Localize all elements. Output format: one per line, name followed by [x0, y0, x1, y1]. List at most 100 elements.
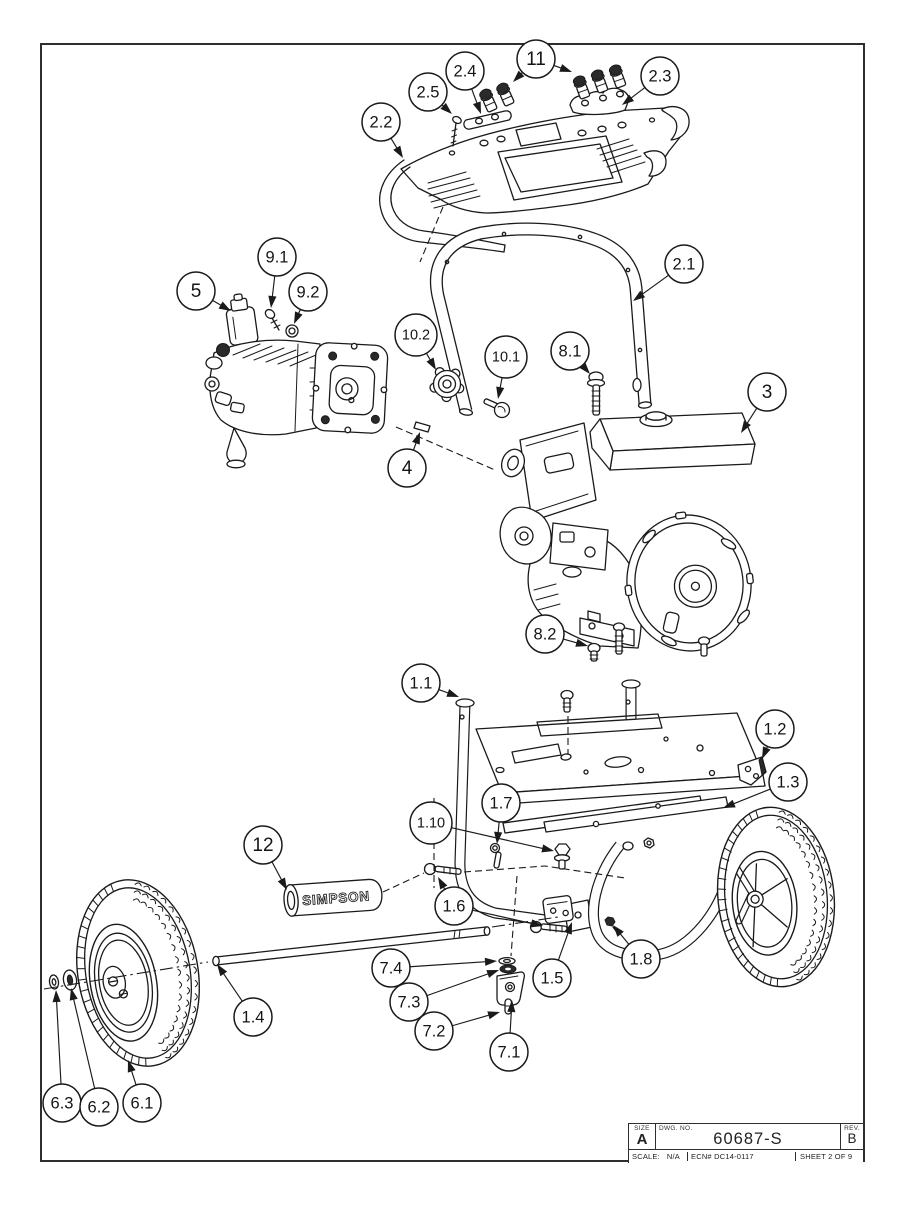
callout-2.1: 2.1	[664, 244, 704, 284]
svg-text:9.2: 9.2	[297, 284, 320, 302]
dwg-no-label: DWG. NO.	[659, 1125, 693, 1132]
callout-7.2: 7.2	[414, 1011, 454, 1051]
pump-bolt-drawing	[264, 308, 281, 331]
callout-4: 4	[387, 448, 427, 488]
svg-text:2.2: 2.2	[370, 114, 393, 132]
svg-text:2.4: 2.4	[454, 63, 477, 81]
callout-1.4: 1.4	[233, 997, 273, 1037]
pump-hatch-lines	[232, 343, 317, 367]
engine-drawing	[499, 371, 756, 662]
callout-3: 3	[747, 372, 787, 412]
callout-6.3: 6.3	[42, 1083, 82, 1123]
pump-flange-drawing	[311, 342, 389, 434]
engine-plate-drawing	[475, 712, 766, 805]
control-panel-drawing	[379, 62, 690, 253]
svg-text:2.5: 2.5	[417, 84, 440, 102]
callout-7.3: 7.3	[389, 982, 429, 1022]
svg-text:3: 3	[762, 382, 773, 403]
svg-text:6.2: 6.2	[88, 1099, 111, 1117]
recoil-starter-drawing	[624, 511, 754, 652]
rev-value: B	[847, 1131, 857, 1146]
plate-bolt-drawing	[553, 689, 574, 870]
rev-label: REV.	[844, 1125, 860, 1132]
panel-hatch-lines	[427, 138, 646, 209]
frame-nut-drawing	[604, 916, 617, 932]
svg-text:1.1: 1.1	[410, 675, 433, 693]
svg-text:8.1: 8.1	[559, 343, 582, 361]
handle-grip-drawing: SIMPSON	[283, 878, 383, 917]
frame-drawing	[423, 679, 767, 1015]
callout-9.1: 9.1	[257, 237, 297, 277]
callout-2.3: 2.3	[640, 56, 680, 96]
callout-8.1: 8.1	[550, 331, 590, 371]
pump-drawing	[204, 293, 431, 469]
svg-text:1.2: 1.2	[764, 721, 787, 739]
axle-drawing	[212, 926, 491, 967]
pump-washer-drawing	[285, 324, 299, 338]
svg-text:1.8: 1.8	[630, 951, 653, 969]
svg-text:1.7: 1.7	[490, 795, 513, 813]
callout-2.4: 2.4	[445, 51, 485, 91]
callout-layer: 2.2 2.5 2.4 11 2.3 2.1 9.1 9.2 5 10.2 10.1 8.1 3 4 8.2…	[42, 39, 808, 1127]
dwg-no-value: 60687-S	[713, 1130, 783, 1148]
svg-text:7.2: 7.2	[423, 1023, 446, 1041]
svg-text:7.3: 7.3	[398, 994, 421, 1012]
svg-text:1.6: 1.6	[443, 898, 466, 916]
callout-9.2: 9.2	[288, 272, 328, 312]
callout-1.1: 1.1	[401, 663, 441, 703]
carburetor-drawing	[499, 506, 609, 578]
handle-bolt-drawing	[586, 371, 606, 416]
grip-clamp-drawing	[542, 895, 574, 924]
svg-text:6.1: 6.1	[131, 1095, 154, 1113]
svg-text:10.2: 10.2	[402, 328, 430, 344]
svg-text:8.2: 8.2	[534, 626, 557, 644]
panel-screw-drawing	[448, 115, 462, 156]
callout-8.2: 8.2	[525, 614, 565, 654]
sheet-number: SHEET 2 OF 9	[795, 1152, 863, 1161]
callout-2.5: 2.5	[408, 72, 448, 112]
sheet-border	[40, 43, 865, 1162]
hitch-pin-drawing	[489, 842, 502, 869]
callout-7.1: 7.1	[489, 1032, 529, 1072]
size-label: SIZE	[634, 1125, 650, 1132]
engine-mount-drawing	[579, 610, 711, 662]
callout-1.7: 1.7	[481, 783, 521, 823]
svg-text:2.3: 2.3	[649, 68, 672, 86]
svg-text:1.5: 1.5	[541, 970, 564, 988]
panel-hook-tab	[661, 105, 690, 141]
svg-text:5: 5	[191, 281, 202, 302]
svg-text:9.1: 9.1	[266, 249, 289, 267]
frame-strips-drawing	[502, 795, 729, 834]
title-block: SIZE A DWG. NO. 60687-S REV. B SCALE: N/…	[628, 1123, 863, 1163]
callout-1.2: 1.2	[755, 709, 795, 749]
svg-text:4: 4	[402, 458, 413, 479]
callout-1.8: 1.8	[621, 939, 661, 979]
fuel-tank-drawing	[589, 411, 756, 471]
svg-text:12: 12	[252, 835, 273, 856]
callout-11: 11	[516, 39, 556, 79]
svg-text:11: 11	[526, 49, 546, 70]
handle-knob-bolt-drawing	[483, 398, 511, 419]
callout-1.3: 1.3	[768, 762, 808, 802]
air-cleaner-drawing	[500, 422, 597, 522]
right-wheel-drawing	[716, 806, 836, 988]
svg-text:1.10: 1.10	[417, 816, 445, 832]
callout-10.1: 10.1	[484, 335, 528, 379]
svg-text:6.3: 6.3	[51, 1095, 74, 1113]
svg-text:7.4: 7.4	[380, 960, 403, 978]
detergent-tank-drawing	[225, 293, 259, 346]
callout-10.2: 10.2	[394, 313, 438, 357]
pump-manifold-drawing	[204, 343, 247, 469]
scale-value: N/A	[666, 1152, 680, 1161]
scale-label: SCALE:	[632, 1152, 660, 1161]
shaft-key-drawing	[413, 421, 431, 433]
size-value: A	[636, 1131, 648, 1148]
callout-5: 5	[176, 271, 216, 311]
svg-text:10.1: 10.1	[492, 350, 520, 366]
svg-text:1.3: 1.3	[777, 774, 800, 792]
callout-2.2: 2.2	[361, 102, 401, 142]
ecn-number: ECN# DC14-0117	[687, 1152, 795, 1161]
callout-1.10: 1.10	[409, 801, 453, 845]
